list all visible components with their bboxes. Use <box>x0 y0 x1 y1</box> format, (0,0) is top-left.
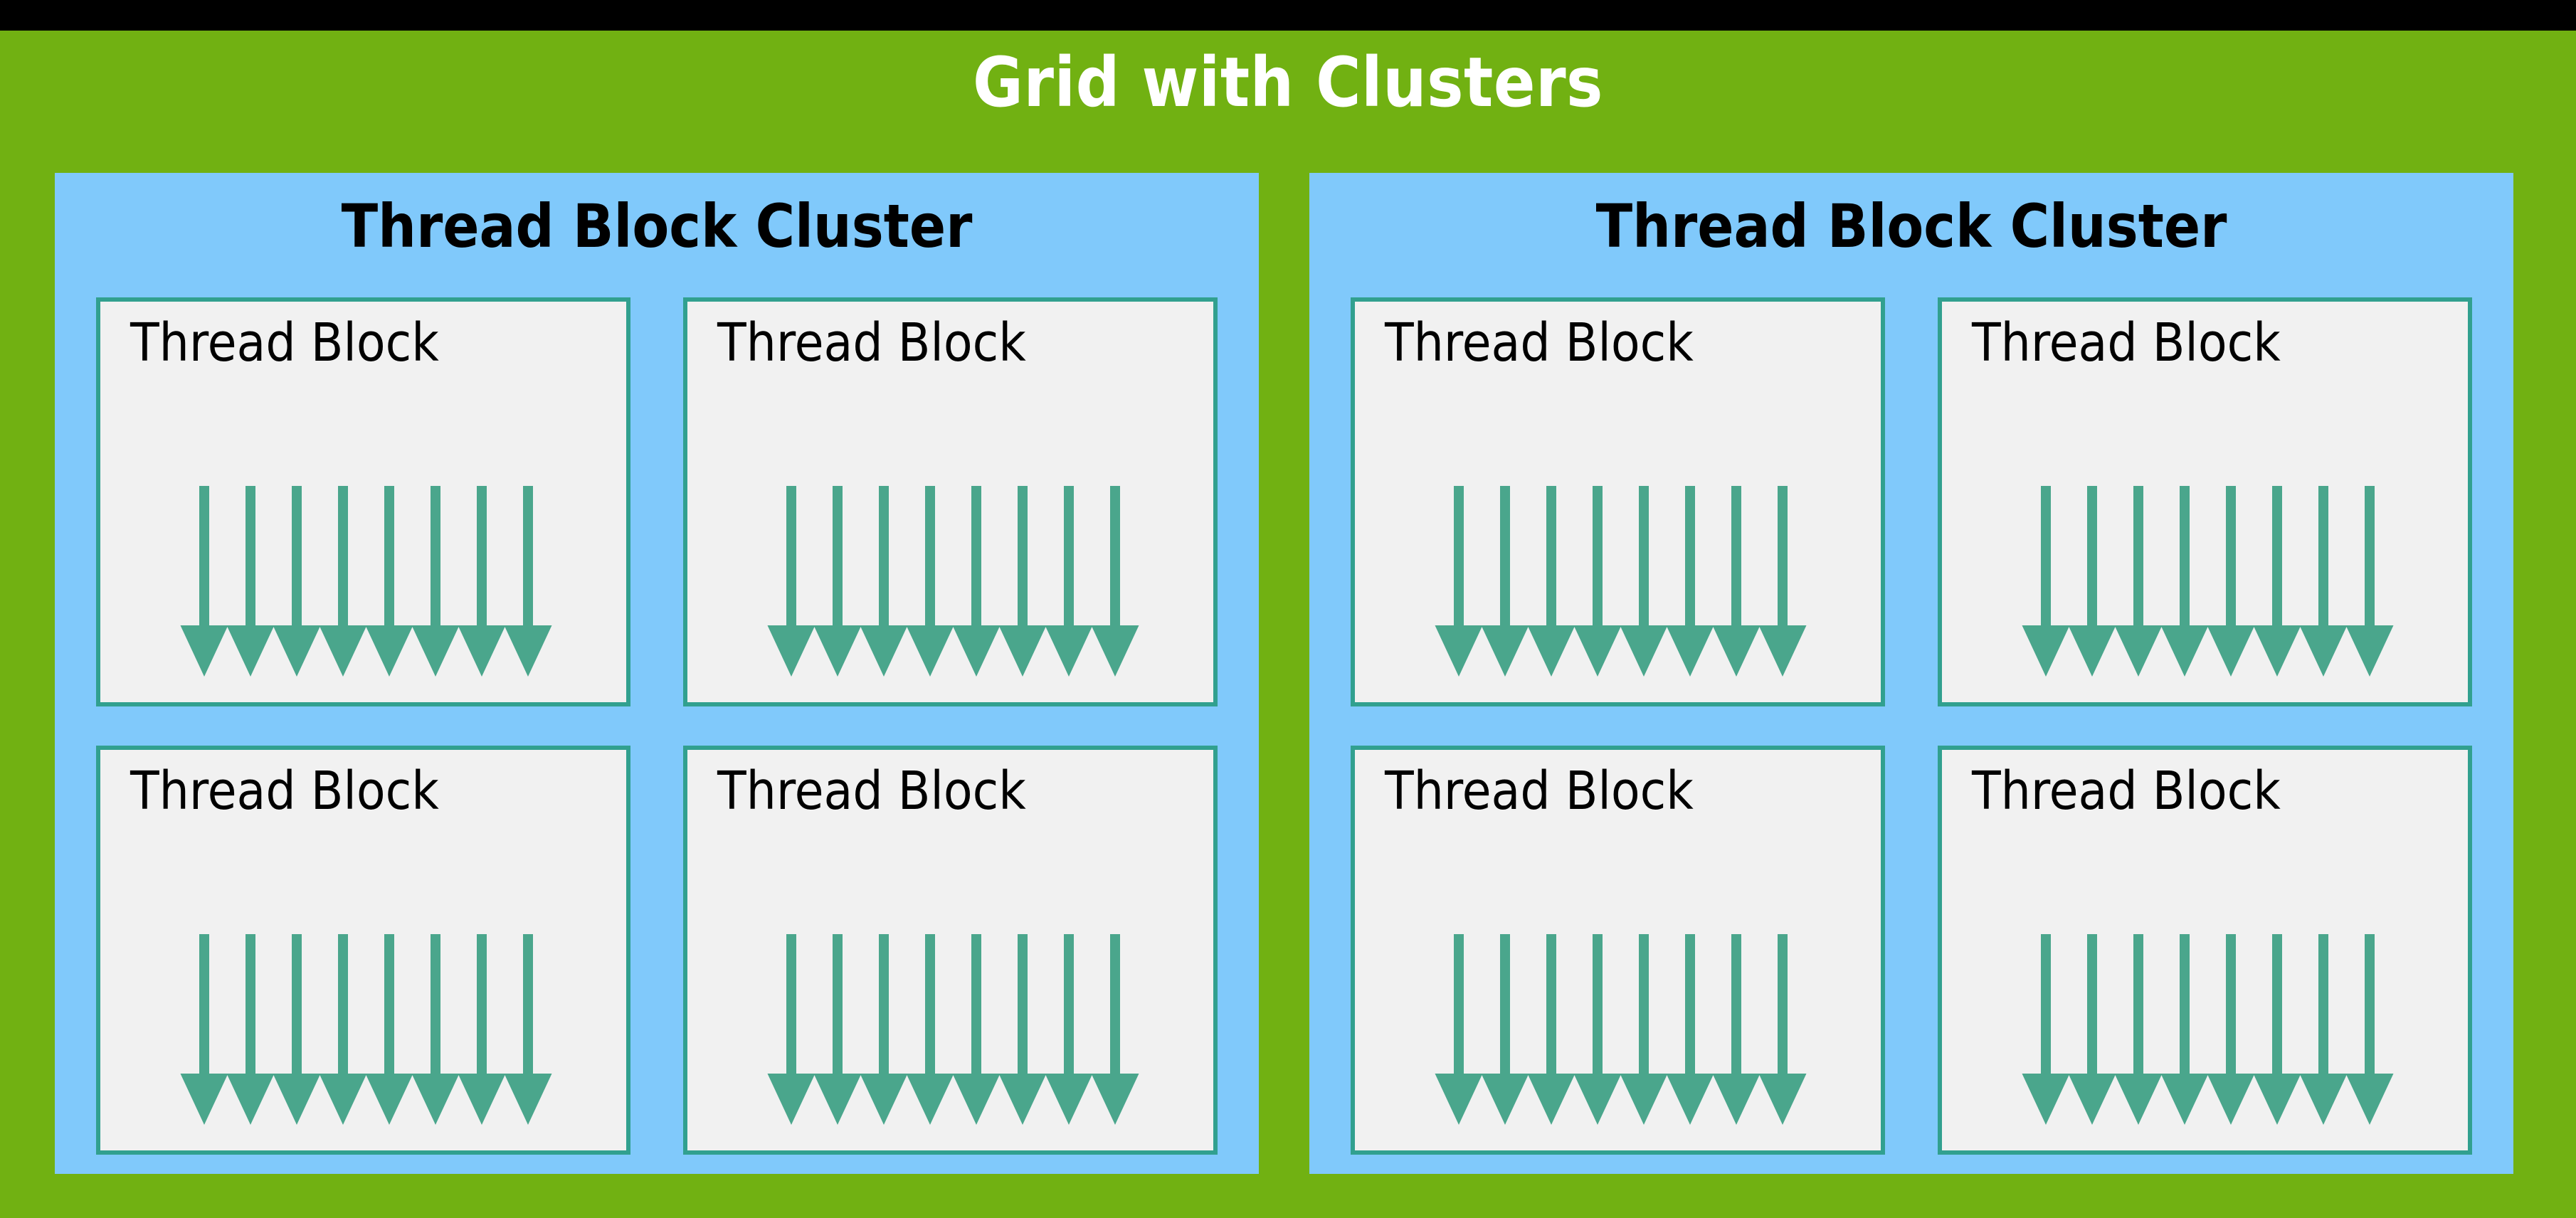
thread-arrow-down-icon <box>1435 934 1483 1125</box>
thread-block-label: Thread Block <box>717 312 1026 374</box>
thread-block-cluster-left: Thread Block Cluster Thread Block Thread… <box>55 173 1259 1174</box>
thread-arrow-down-icon <box>458 934 506 1125</box>
thread-arrow-down-icon <box>952 934 1001 1125</box>
thread-arrow-down-icon <box>2253 486 2301 677</box>
thread-arrow-down-icon <box>860 934 908 1125</box>
thread-arrow-down-icon <box>906 486 954 677</box>
thread-arrows-group <box>2022 486 2394 677</box>
thread-block-label: Thread Block <box>130 312 439 374</box>
thread-block: Thread Block <box>683 297 1218 706</box>
thread-arrow-down-icon <box>319 934 367 1125</box>
thread-arrow-down-icon <box>504 934 552 1125</box>
thread-arrow-down-icon <box>458 486 506 677</box>
thread-arrow-down-icon <box>2299 934 2348 1125</box>
thread-arrow-down-icon <box>998 486 1047 677</box>
thread-block-label: Thread Block <box>1972 312 2281 374</box>
thread-arrow-down-icon <box>411 486 460 677</box>
thread-arrow-down-icon <box>1481 486 1529 677</box>
thread-arrow-down-icon <box>767 934 815 1125</box>
cluster-title-right: Thread Block Cluster <box>1595 191 2227 261</box>
thread-arrow-down-icon <box>1758 934 1807 1125</box>
thread-arrow-down-icon <box>411 934 460 1125</box>
thread-arrow-down-icon <box>319 486 367 677</box>
thread-arrow-down-icon <box>273 486 321 677</box>
thread-arrow-down-icon <box>2299 486 2348 677</box>
thread-arrow-down-icon <box>1712 486 1761 677</box>
thread-arrow-down-icon <box>1091 486 1139 677</box>
thread-arrows-group <box>1435 934 1807 1125</box>
thread-arrow-down-icon <box>2022 486 2070 677</box>
thread-arrow-down-icon <box>2207 486 2255 677</box>
thread-arrow-down-icon <box>952 486 1001 677</box>
thread-arrows-group <box>180 486 552 677</box>
thread-arrows-group <box>1435 486 1807 677</box>
thread-arrow-down-icon <box>226 486 275 677</box>
thread-arrow-down-icon <box>2345 934 2394 1125</box>
thread-arrow-down-icon <box>860 486 908 677</box>
thread-arrow-down-icon <box>365 934 413 1125</box>
thread-arrow-down-icon <box>1435 486 1483 677</box>
thread-arrows-group <box>180 934 552 1125</box>
thread-block: Thread Block <box>1938 746 2472 1155</box>
thread-arrow-down-icon <box>180 486 228 677</box>
thread-arrows-group <box>2022 934 2394 1125</box>
thread-arrow-down-icon <box>813 934 862 1125</box>
thread-block: Thread Block <box>96 297 630 706</box>
thread-arrow-down-icon <box>180 934 228 1125</box>
thread-arrow-down-icon <box>1527 486 1575 677</box>
thread-arrow-down-icon <box>813 486 862 677</box>
thread-arrow-down-icon <box>2160 934 2209 1125</box>
thread-arrow-down-icon <box>1666 934 1714 1125</box>
thread-arrow-down-icon <box>1481 934 1529 1125</box>
blocks-area-left: Thread Block Thread Block Thread Block T… <box>96 297 1218 1155</box>
thread-arrow-down-icon <box>1620 486 1668 677</box>
thread-arrow-down-icon <box>1045 934 1093 1125</box>
thread-arrow-down-icon <box>998 934 1047 1125</box>
top-black-bar <box>0 0 2576 31</box>
thread-arrow-down-icon <box>226 934 275 1125</box>
thread-arrow-down-icon <box>1527 934 1575 1125</box>
thread-arrow-down-icon <box>1045 486 1093 677</box>
thread-arrow-down-icon <box>504 486 552 677</box>
thread-block-label: Thread Block <box>130 761 439 822</box>
thread-arrow-down-icon <box>1712 934 1761 1125</box>
thread-arrow-down-icon <box>2160 486 2209 677</box>
thread-block-label: Thread Block <box>717 761 1026 822</box>
blocks-area-right: Thread Block Thread Block Thread Block T… <box>1351 297 2472 1155</box>
thread-arrow-down-icon <box>1758 486 1807 677</box>
thread-arrow-down-icon <box>906 934 954 1125</box>
thread-arrow-down-icon <box>1620 934 1668 1125</box>
thread-block: Thread Block <box>683 746 1218 1155</box>
thread-arrows-group <box>767 486 1139 677</box>
thread-arrows-group <box>767 934 1139 1125</box>
grid-panel: Grid with Clusters Thread Block Cluster … <box>0 31 2576 1218</box>
thread-arrow-down-icon <box>2022 934 2070 1125</box>
thread-block: Thread Block <box>1351 297 1885 706</box>
thread-block: Thread Block <box>96 746 630 1155</box>
thread-arrow-down-icon <box>1573 486 1622 677</box>
thread-arrow-down-icon <box>767 486 815 677</box>
thread-arrow-down-icon <box>2207 934 2255 1125</box>
thread-arrow-down-icon <box>273 934 321 1125</box>
thread-arrow-down-icon <box>365 486 413 677</box>
thread-arrow-down-icon <box>2068 486 2116 677</box>
thread-block-cluster-right: Thread Block Cluster Thread Block Thread… <box>1309 173 2513 1174</box>
thread-arrow-down-icon <box>2068 934 2116 1125</box>
thread-arrow-down-icon <box>2345 486 2394 677</box>
thread-arrow-down-icon <box>1573 934 1622 1125</box>
thread-arrow-down-icon <box>2114 486 2163 677</box>
thread-block: Thread Block <box>1351 746 1885 1155</box>
thread-block-label: Thread Block <box>1385 761 1694 822</box>
thread-arrow-down-icon <box>1091 934 1139 1125</box>
cluster-title-left: Thread Block Cluster <box>341 191 973 261</box>
thread-arrow-down-icon <box>1666 486 1714 677</box>
thread-block: Thread Block <box>1938 297 2472 706</box>
thread-arrow-down-icon <box>2114 934 2163 1125</box>
thread-block-label: Thread Block <box>1385 312 1694 374</box>
thread-arrow-down-icon <box>2253 934 2301 1125</box>
thread-block-label: Thread Block <box>1972 761 2281 822</box>
grid-title: Grid with Clusters <box>973 43 1603 122</box>
